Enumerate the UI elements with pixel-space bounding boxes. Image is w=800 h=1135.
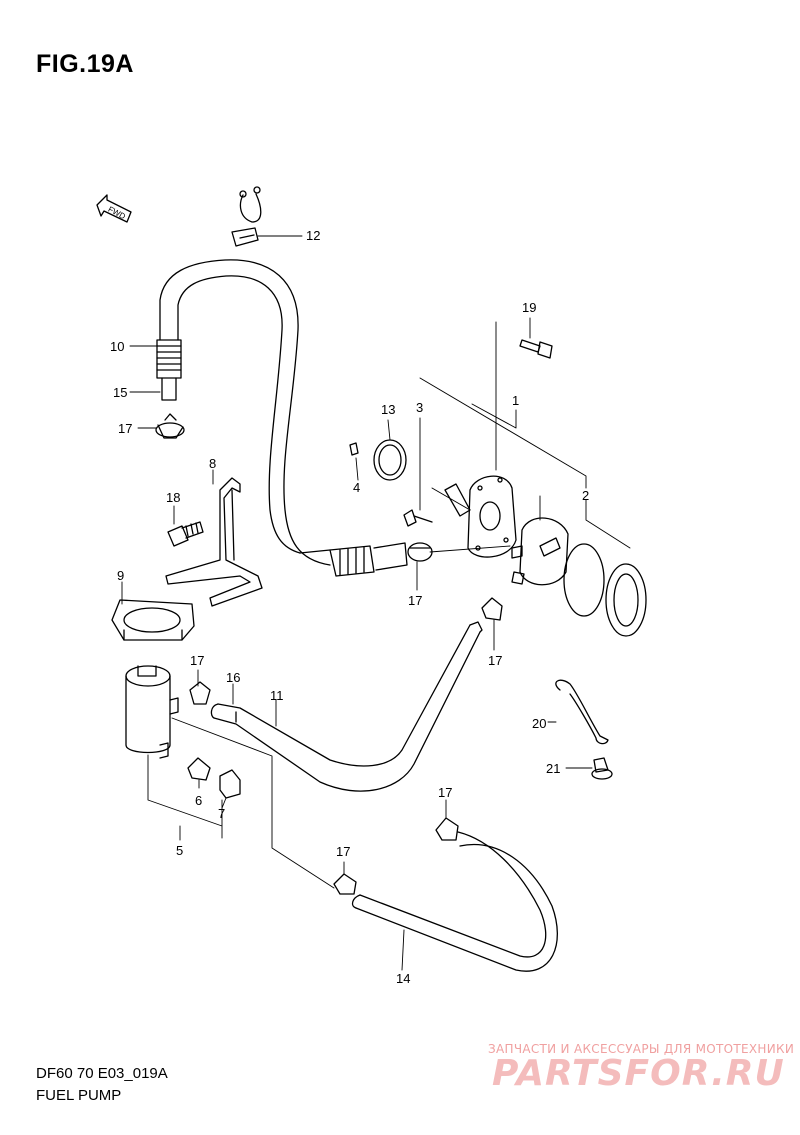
- bolt-19: [519, 339, 553, 359]
- hose-clamp-17d: [481, 597, 503, 621]
- clip-pin-20: [555, 679, 609, 745]
- callout-14: 14: [396, 971, 410, 986]
- fuel-hose-14: [351, 831, 558, 972]
- pin-4: [349, 442, 359, 456]
- diagram-code: DF60 70 E03_019A: [36, 1065, 168, 1082]
- callout-3: 3: [416, 400, 423, 415]
- hose-clip-12: [231, 186, 262, 247]
- callout-17b: 17: [408, 593, 422, 608]
- callout-17e: 17: [438, 785, 452, 800]
- callout-5: 5: [176, 843, 183, 858]
- callout-18: 18: [166, 490, 180, 505]
- callout-15: 15: [113, 385, 127, 400]
- figure-title: FIG.19A: [36, 50, 134, 78]
- hose-clamp-17f: [333, 873, 357, 895]
- cap-7: [219, 769, 241, 799]
- callout-1: 1: [512, 393, 519, 408]
- callout-17a: 17: [118, 421, 132, 436]
- hose-corrugated-end-15: [156, 339, 182, 401]
- callout-4: 4: [353, 480, 360, 495]
- callout-9: 9: [117, 568, 124, 583]
- watermark-logo: PARTSFOR.RU: [492, 1053, 785, 1094]
- callout-11: 11: [270, 688, 284, 703]
- o-ring-13: [373, 439, 407, 481]
- hose-clamp-17c: [189, 681, 211, 705]
- hose-clamp-17e: [435, 817, 459, 841]
- diagram-name: FUEL PUMP: [36, 1087, 122, 1104]
- hose-clamp-17a: [155, 413, 185, 439]
- callout-6: 6: [195, 793, 202, 808]
- plug-21: [591, 757, 613, 780]
- callout-8: 8: [209, 456, 216, 471]
- callout-21: 21: [546, 761, 560, 776]
- pump-plunger-3: [403, 483, 471, 527]
- fuel-hose-11: [210, 621, 483, 792]
- fuel-filter-5: [125, 665, 179, 759]
- callout-12: 12: [306, 228, 320, 243]
- callout-10: 10: [110, 339, 124, 354]
- callout-17f: 17: [336, 844, 350, 859]
- callout-20: 20: [532, 716, 546, 731]
- callout-2: 2: [582, 488, 589, 503]
- callout-13: 13: [381, 402, 395, 417]
- callout-7: 7: [218, 806, 225, 821]
- hose-clamp-6: [187, 757, 211, 781]
- filter-holder-9: [111, 599, 195, 641]
- watermark-tagline: ЗАПЧАСТИ И АКСЕССУАРЫ ДЛЯ МОТОТЕХНИКИ: [488, 1042, 795, 1056]
- bracket-8: [165, 477, 263, 607]
- fuel-pump-body-1: [467, 475, 517, 558]
- callout-16: 16: [226, 670, 240, 685]
- callout-17c: 17: [190, 653, 204, 668]
- hose-clamp-17b: [407, 542, 433, 562]
- diaphragm-2: [511, 517, 647, 637]
- callout-17d: 17: [488, 653, 502, 668]
- bolt-18: [167, 521, 204, 547]
- fuel-hose-10: [159, 259, 408, 577]
- fwd-arrow-icon: FWD: [96, 194, 132, 223]
- callout-19: 19: [522, 300, 536, 315]
